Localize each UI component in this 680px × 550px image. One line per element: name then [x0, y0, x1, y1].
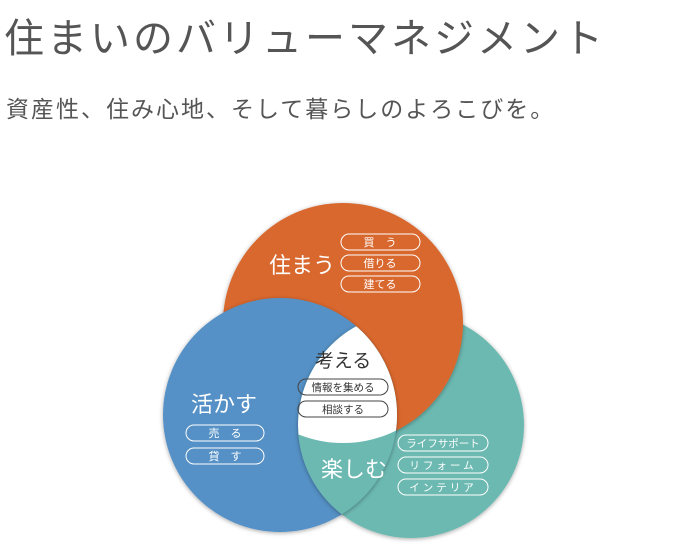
ikasu-item-lease: 貸 す — [209, 449, 242, 463]
ikasu-items — [185, 424, 265, 465]
ikasu-title: 活かす — [191, 393, 257, 418]
sumau-items — [340, 233, 421, 293]
ikasu-item-sell: 売 る — [209, 427, 242, 440]
kangaeru-items — [297, 378, 389, 418]
kangaeru-item-consult: 相談する — [322, 403, 364, 416]
sumau-item-buy: 買 う — [364, 236, 397, 249]
tanoshimu-item-lifesupport: ライフサポート — [406, 438, 480, 450]
sumau-item-build: 建てる — [364, 277, 397, 291]
sumau-title: 住まう — [269, 254, 335, 279]
tanoshimu-item-reform: リフォーム — [409, 460, 476, 472]
center-region-kangaeru — [298, 312, 397, 443]
kangaeru-title: 考える — [315, 350, 371, 372]
tanoshimu-title: 楽しむ — [321, 458, 387, 483]
page-subtitle: 資産性、住み心地、そして暮らしのよろこびを。 — [6, 97, 556, 123]
tanoshimu-items — [397, 434, 489, 496]
page-title: 住まいのバリューマネジメント — [4, 16, 606, 62]
sumau-item-rent: 借りる — [364, 257, 397, 270]
tanoshimu-item-interior: インテリア — [409, 482, 477, 494]
kangaeru-item-gather: 情報を集める — [312, 381, 375, 394]
